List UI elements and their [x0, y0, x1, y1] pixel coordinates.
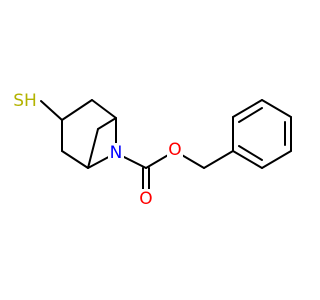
o-carbonyl-atom-label: O	[139, 189, 152, 209]
atom-labels: SH N O O	[10, 90, 183, 210]
bond-sh-c3	[40, 100, 63, 121]
sh-atom-label: SH	[13, 91, 37, 111]
o-carbonyl-label-bg	[138, 189, 154, 210]
bond-ch2-phenyl	[203, 150, 234, 169]
phenyl-ring-bonds	[232, 99, 292, 169]
phenyl-inner-bond-3	[238, 107, 263, 123]
bond-c2-c1	[91, 99, 117, 119]
phenyl-inner-bond-1	[238, 145, 263, 161]
bond-c4-c5	[61, 150, 89, 169]
n-atom-label: N	[110, 143, 123, 163]
phenyl-bond-4	[261, 99, 292, 118]
bicyclic-ring-bonds	[40, 99, 117, 169]
o-ester-atom-label: O	[168, 140, 181, 160]
phenyl-bond-1	[232, 150, 263, 169]
molecule-structure-diagram: SH N O O	[10, 90, 292, 210]
bond-bridge-c5	[87, 128, 99, 169]
n-label-bg	[108, 143, 124, 164]
bond-c3-c2	[61, 99, 93, 121]
phenyl-bond-5	[232, 99, 263, 118]
o-ester-label-bg	[167, 140, 183, 161]
phenyl-bond-2	[261, 150, 292, 169]
sh-label-bg	[10, 90, 40, 112]
bond-c1-bridge	[97, 117, 117, 130]
